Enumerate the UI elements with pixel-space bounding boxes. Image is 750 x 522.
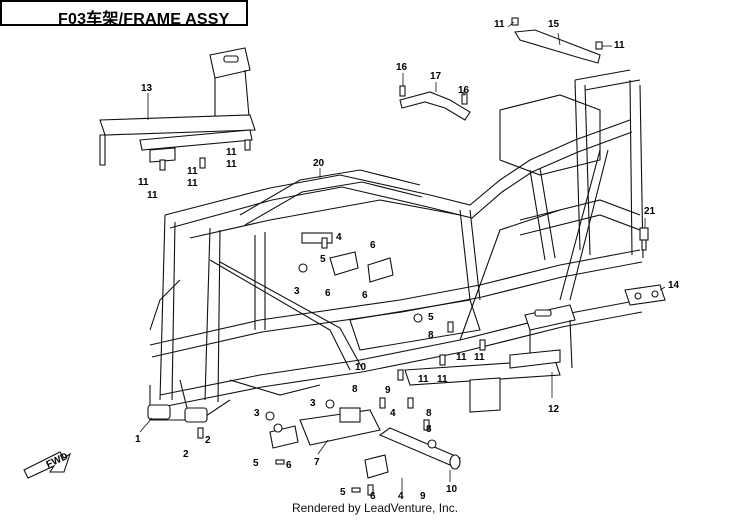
callout-5: 5 [253,458,259,469]
callout-3: 3 [310,398,316,409]
callout-4: 4 [398,491,404,502]
callout-3: 3 [254,408,260,419]
callout-3: 3 [294,286,300,297]
callout-11: 11 [147,190,158,201]
callout-11: 11 [474,352,485,363]
callout-2: 2 [183,449,189,460]
callout-7: 7 [314,457,320,468]
leader-lines [139,21,666,492]
callout-labels: 11 15 11 16 17 16 13 11 11 11 11 20 11 1… [135,19,680,502]
callout-4: 4 [336,232,342,243]
bolt-21 [639,227,649,251]
callout-6: 6 [286,460,292,471]
footer-credit: Rendered by LeadVenture, Inc. [291,501,459,515]
callout-11: 11 [456,352,467,363]
callout-14: 14 [668,280,680,291]
callout-21: 21 [644,206,656,217]
footrest-bracket-left [99,47,256,166]
callout-13: 13 [141,83,153,94]
callout-6: 6 [370,240,376,251]
callout-8: 8 [426,424,432,435]
title-box: F03车架/FRAME ASSY [0,0,248,28]
callout-11: 11 [494,19,505,30]
callout-16: 16 [396,62,408,73]
callout-10: 10 [355,362,367,373]
callout-20: 20 [313,158,325,169]
callout-5: 5 [320,254,326,265]
footrest-bracket-right [404,304,576,413]
rear-bracket [624,284,666,306]
callout-8: 8 [426,408,432,419]
callout-1: 1 [135,434,141,445]
diagram-title: F03车架/FRAME ASSY [58,11,230,28]
callout-4: 4 [390,408,396,419]
rear-top-bracket [514,29,601,64]
callout-11: 11 [187,166,198,177]
callout-9: 9 [385,385,391,396]
callout-11: 11 [226,147,237,158]
callout-6: 6 [362,290,368,301]
callout-15: 15 [548,19,560,30]
fwd-arrow-icon: FWD [23,451,72,479]
front-lower-plate [147,404,208,423]
callout-11: 11 [138,177,149,188]
callout-12: 12 [548,404,560,415]
callout-5: 5 [428,312,434,323]
center-strap-bracket [399,91,471,121]
callout-10: 10 [446,484,458,495]
callout-6: 6 [325,288,331,299]
callout-6: 6 [370,491,376,502]
callout-11: 11 [187,178,198,189]
fasteners [159,17,603,496]
callout-11: 11 [614,40,625,51]
callout-11: 11 [437,374,448,385]
callout-11: 11 [226,159,237,170]
engine-mount-upper [301,232,394,283]
callout-8: 8 [352,384,358,395]
callout-9: 9 [420,491,426,502]
callout-16: 16 [458,85,470,96]
callout-17: 17 [430,71,442,82]
callout-11: 11 [418,374,429,385]
callout-5: 5 [340,487,346,498]
lower-crosstube [378,427,462,470]
callout-8: 8 [428,330,434,341]
callout-2: 2 [205,435,211,446]
